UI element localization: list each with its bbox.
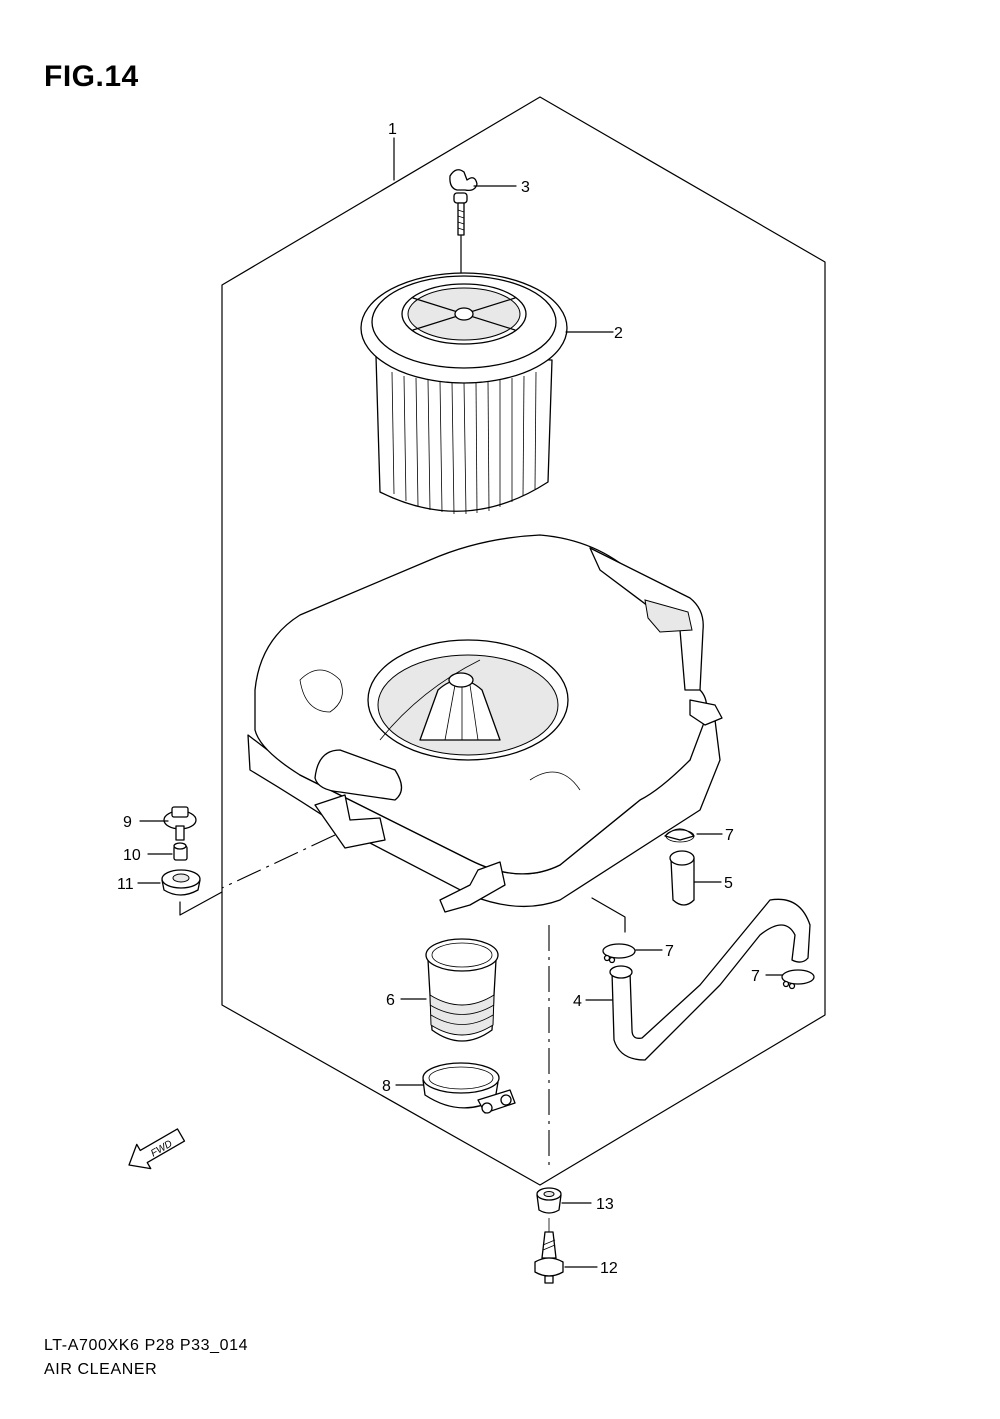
callout-7-upper: 7 xyxy=(725,827,734,844)
part-3-wing-bolt xyxy=(449,169,478,236)
part-7-clip-b xyxy=(602,943,636,964)
callout-12: 12 xyxy=(600,1260,618,1277)
bracket-line-11 xyxy=(179,891,223,916)
part-8-clamp xyxy=(422,1062,516,1114)
bracket-line-7 xyxy=(591,897,626,933)
part-13-grommet xyxy=(536,1187,562,1214)
fwd-label: FWD xyxy=(149,1139,174,1160)
callout-5: 5 xyxy=(724,875,733,892)
assembly-boundary xyxy=(221,96,826,1186)
callout-11: 11 xyxy=(117,876,134,893)
figure-name: AIR CLEANER xyxy=(44,1361,158,1378)
part-5-short-hose xyxy=(669,850,695,906)
callout-13: 13 xyxy=(596,1196,614,1213)
part-7-clip-a xyxy=(664,828,695,843)
part-12-tie-bolt xyxy=(534,1231,564,1284)
figure-code: LT-A700XK6 P28 P33_014 xyxy=(44,1337,249,1354)
part-9-bolt xyxy=(163,806,197,841)
callout-8: 8 xyxy=(382,1078,391,1095)
leader-lines xyxy=(137,137,783,1268)
assembly-line-mount xyxy=(221,834,336,889)
fwd-arrow-icon: FWD xyxy=(128,1128,186,1170)
part-11-grommet xyxy=(161,869,201,896)
part-4-long-hose xyxy=(609,898,811,1061)
figure-title: FIG.14 xyxy=(44,60,139,93)
part-6-intake-pipe xyxy=(425,938,499,1042)
callout-1: 1 xyxy=(388,121,397,138)
callout-2: 2 xyxy=(614,325,623,342)
part-10-collar xyxy=(173,842,188,861)
air-cleaner-case xyxy=(247,534,723,913)
part-2-air-filter-element xyxy=(360,272,568,515)
callout-7-middle: 7 xyxy=(665,943,674,960)
part-7-clip-c xyxy=(781,969,815,990)
callout-4: 4 xyxy=(573,993,582,1010)
callout-10: 10 xyxy=(123,847,141,864)
callout-7-right: 7 xyxy=(751,968,760,985)
callout-6: 6 xyxy=(386,992,395,1009)
callout-3: 3 xyxy=(521,179,530,196)
callout-9: 9 xyxy=(123,814,132,831)
